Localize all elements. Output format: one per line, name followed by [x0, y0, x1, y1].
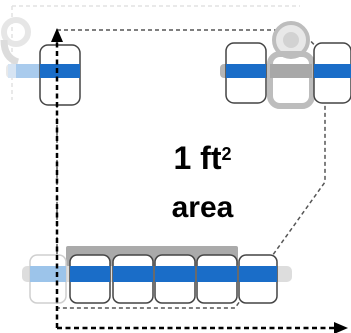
- axis-arrows: [51, 28, 348, 333]
- area-size-value: 1 ft: [173, 140, 222, 176]
- up-arrowhead-icon: [51, 28, 63, 42]
- area-size-label: 1 ft2: [150, 140, 255, 176]
- area-word-label: area: [171, 191, 234, 224]
- right-arrowhead-icon: [334, 322, 348, 333]
- area-size-exponent: 2: [221, 144, 232, 164]
- top-left-module: [0, 17, 81, 106]
- bottom-module-row: [22, 246, 292, 304]
- top-right-module: [220, 21, 351, 109]
